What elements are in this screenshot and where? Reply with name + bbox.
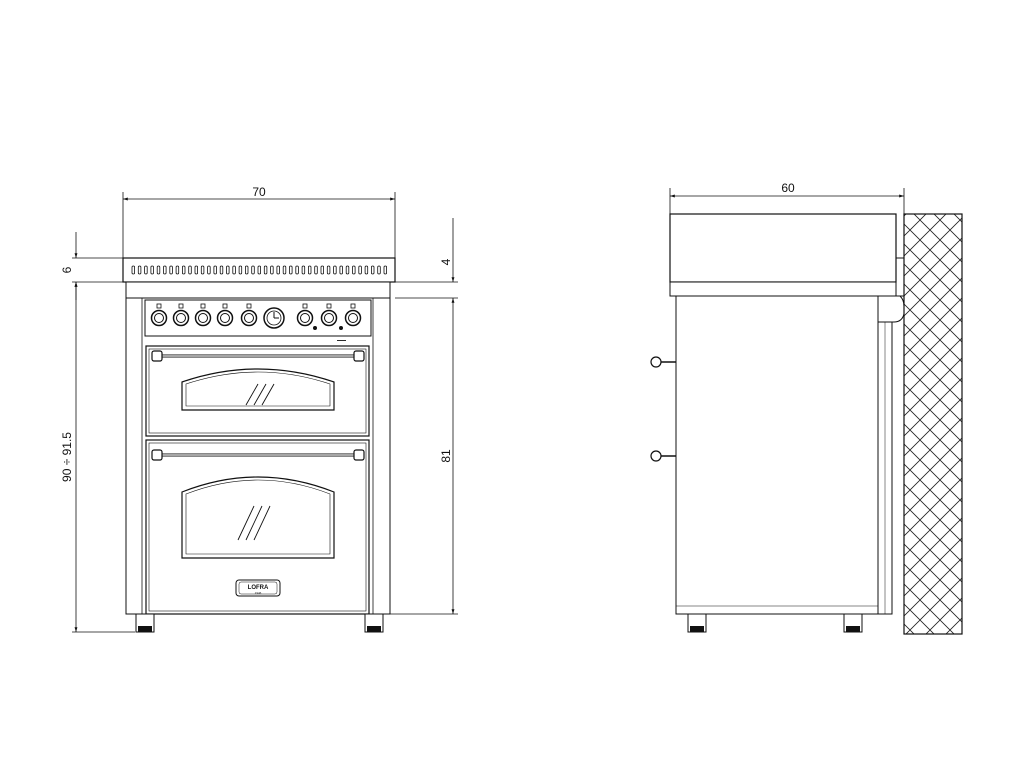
vent-slot (200, 265, 205, 275)
front-view: 70 6 4 90 ÷ 91.5 81 (60, 185, 458, 633)
side-handle-lower (650, 450, 676, 462)
side-cooktop-slab (669, 213, 897, 283)
panel-badge: ▬▬▬ (337, 338, 346, 342)
vent-slot (364, 265, 369, 275)
lower-window-glare (237, 505, 271, 541)
vent-slot (314, 265, 318, 275)
vent-slot (226, 265, 230, 275)
knob (150, 303, 168, 327)
side-handle-upper (650, 356, 676, 368)
vent-slot (276, 265, 280, 275)
dimension-body-height: 81 (390, 298, 458, 615)
upper-window-glare (245, 383, 275, 406)
vent-slot (251, 265, 255, 275)
vent-slot (358, 265, 362, 275)
vent-slot (144, 265, 148, 275)
lower-door-handle (151, 449, 365, 461)
knob (344, 303, 362, 327)
vent-slot (150, 265, 154, 275)
vent-slot (320, 265, 324, 275)
vent-slot (270, 265, 274, 275)
vent-slot (326, 265, 331, 275)
dimension-width: 70 (122, 185, 396, 258)
vent-slot (301, 265, 306, 275)
vent-slot (137, 265, 142, 275)
side-body (675, 295, 879, 615)
upper-door-window (181, 368, 335, 411)
wall-section (903, 213, 963, 635)
vent-slot (163, 265, 167, 275)
vent-slot (131, 265, 135, 275)
vent-slot (238, 265, 243, 275)
clock-dial (263, 307, 285, 329)
vent-slot (263, 265, 268, 275)
vent-slot (219, 265, 224, 275)
top-thickness-label: 6 (60, 266, 74, 273)
vent-slot (188, 265, 192, 275)
dimension-top-thickness: 6 (60, 232, 123, 300)
vent-slot (370, 265, 375, 275)
vent-slot (194, 265, 198, 275)
vent-slot (339, 265, 343, 275)
vent-slot (289, 265, 293, 275)
vent-slot (345, 265, 350, 275)
vent-slot (333, 265, 337, 275)
indicator-light-left (313, 326, 317, 330)
knob (320, 303, 338, 327)
indicator-light-right (339, 326, 343, 330)
control-knobs (150, 303, 362, 327)
dimension-splash: 4 (395, 218, 458, 299)
knob (216, 303, 234, 327)
brand-logo: LOFRA (248, 585, 269, 591)
vent-slot (213, 265, 217, 275)
vent-slot (244, 265, 249, 275)
knob (172, 303, 190, 327)
side-view: 60 2 (650, 181, 963, 635)
vent-slot (383, 265, 387, 275)
knob (194, 303, 212, 327)
body-height-label: 81 (439, 449, 453, 463)
vent-slot (232, 265, 236, 275)
dimension-total-height: 90 ÷ 91.5 (60, 282, 135, 633)
brand-logo-sub: 1946 (255, 591, 262, 595)
vent-slot (156, 265, 161, 275)
knob (240, 303, 258, 327)
vent-slot (169, 265, 173, 275)
vent-slot (175, 265, 180, 275)
vent-slot (352, 265, 356, 275)
vent-slot (207, 265, 211, 275)
total-height-label: 90 ÷ 91.5 (60, 432, 74, 482)
width-label: 70 (252, 185, 266, 199)
brand-plate: LOFRA 1946 (235, 579, 281, 597)
splash-label: 4 (439, 258, 453, 265)
vent-slot (377, 265, 381, 275)
vent-slots (131, 265, 387, 275)
vent-slot (257, 265, 261, 275)
upper-door-handle (151, 350, 365, 362)
vent-slot (295, 265, 299, 275)
vent-slot (307, 265, 312, 275)
vent-slot (181, 265, 186, 275)
lower-door-window (181, 476, 335, 559)
vent-slot (282, 265, 287, 275)
depth-label: 60 (781, 181, 795, 195)
knob (296, 303, 314, 327)
